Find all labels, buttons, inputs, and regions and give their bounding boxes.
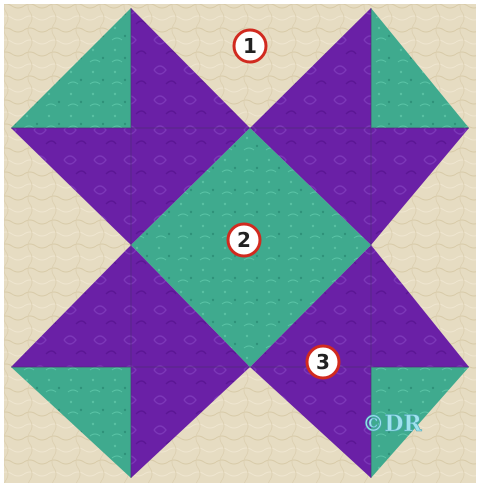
label-badge-2: 2 — [228, 224, 260, 256]
label-badge-3-number: 3 — [316, 350, 330, 374]
label-badge-2-number: 2 — [237, 228, 251, 252]
copyright-watermark: ©DR — [362, 411, 422, 437]
label-badge-1: 1 — [234, 30, 266, 62]
label-badge-1-number: 1 — [243, 34, 257, 58]
label-badge-3: 3 — [307, 346, 339, 378]
